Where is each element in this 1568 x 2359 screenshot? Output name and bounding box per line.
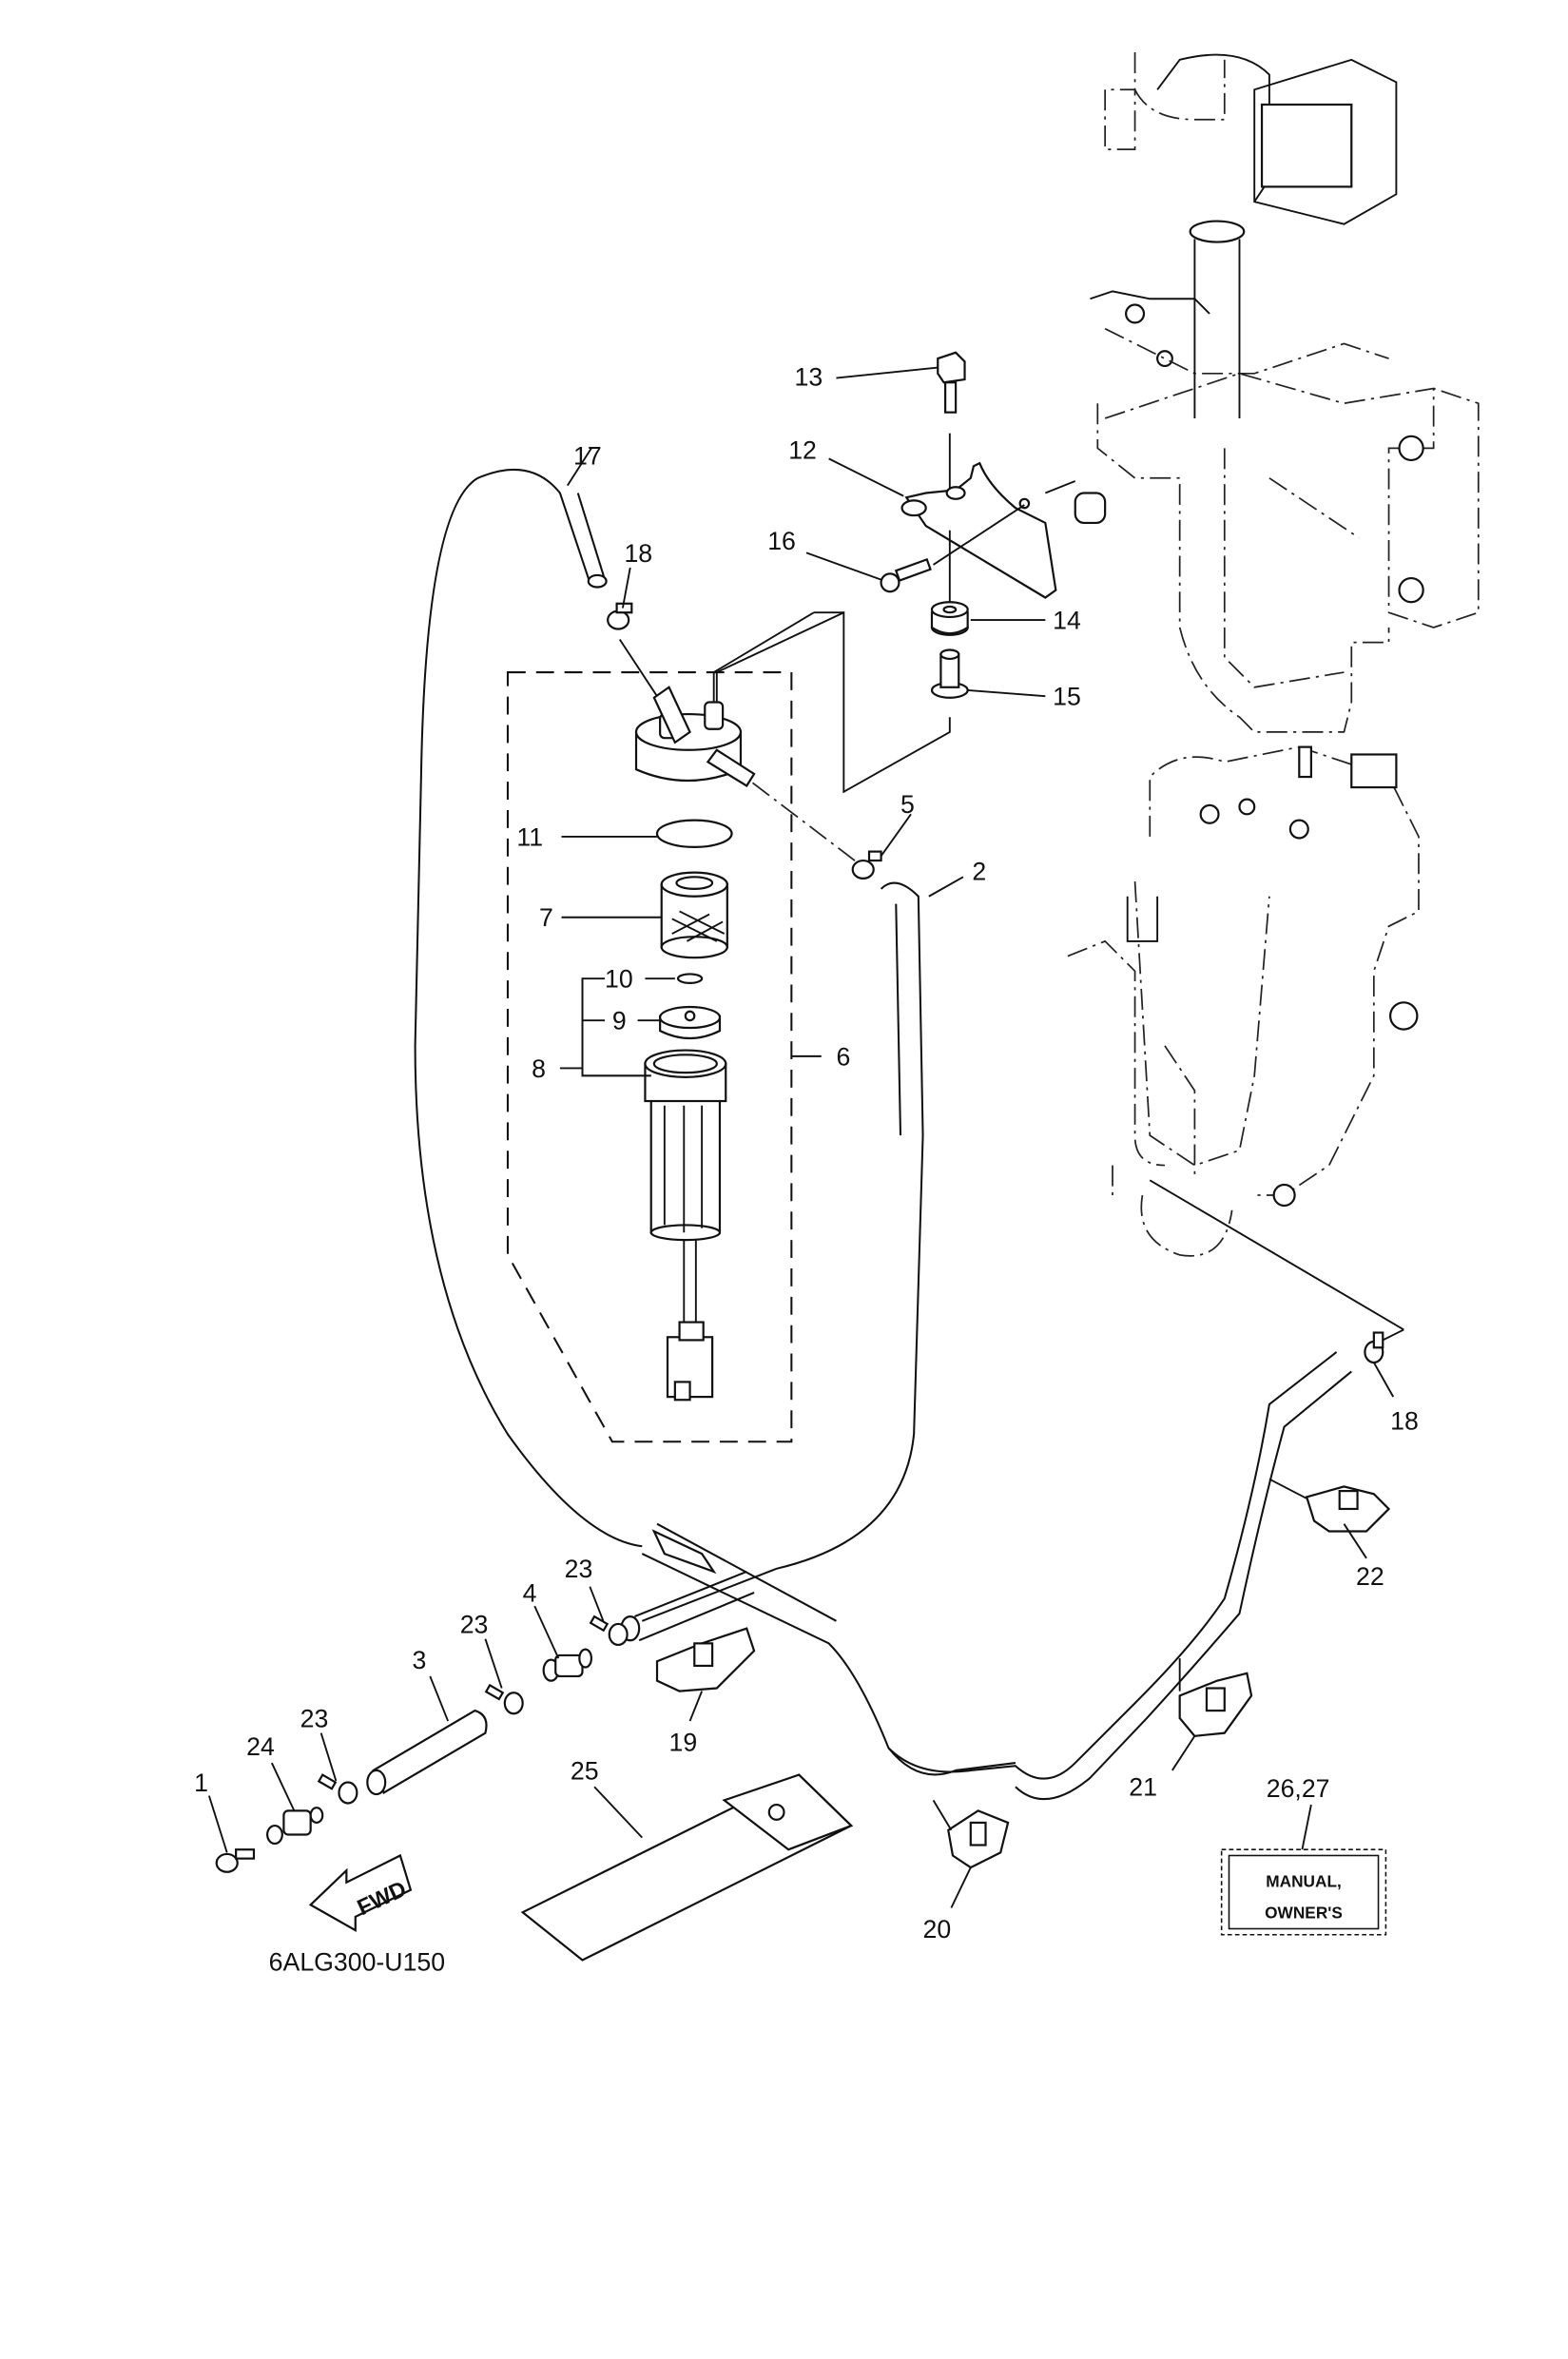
- joint-24: [266, 1807, 324, 1846]
- callout-23-b: 23: [460, 1610, 489, 1638]
- callout-3: 3: [412, 1646, 426, 1674]
- hose-2: [641, 881, 924, 1622]
- callout-labels: 13 12 16 14 15 17 18 11 7 10 9 8 6 5 2 1…: [194, 362, 1419, 1976]
- bracket-group: [715, 351, 1057, 794]
- callout-14: 14: [1053, 606, 1081, 634]
- float-plate-9: [659, 1005, 722, 1040]
- callout-11: 11: [516, 822, 543, 851]
- circlip-10: [676, 973, 704, 984]
- callout-26-27: 26,27: [1267, 1774, 1330, 1803]
- callout-4: 4: [523, 1578, 537, 1607]
- callout-8: 8: [532, 1054, 546, 1083]
- hose-3: [366, 1709, 488, 1796]
- return-hose: [887, 1351, 1338, 1780]
- clamp-18-lower: [1364, 1331, 1384, 1364]
- fuel-unit-assembly: [1067, 745, 1420, 1345]
- clamp-23-c: [589, 1615, 629, 1647]
- filter-element-7: [660, 871, 728, 959]
- manual-line1: MANUAL,: [1266, 1871, 1342, 1890]
- callout-17: 17: [573, 442, 602, 471]
- collar-15: [930, 648, 969, 699]
- clamp-23-a: [317, 1773, 358, 1805]
- clamp-5: [851, 850, 882, 880]
- bolt-16: [880, 557, 932, 593]
- hose-17: [414, 468, 643, 1548]
- o-ring-11: [655, 819, 733, 848]
- callout-16: 16: [767, 527, 796, 555]
- fwd-arrow-icon: FWD: [308, 1853, 413, 1932]
- callout-13: 13: [794, 362, 823, 391]
- filter-bowl-8: [644, 1049, 727, 1402]
- engine-block-upper: [1044, 51, 1480, 733]
- callout-19: 19: [669, 1728, 698, 1756]
- callout-24: 24: [246, 1732, 275, 1761]
- callout-15: 15: [1053, 683, 1081, 711]
- callout-2: 2: [972, 857, 986, 885]
- callout-23-c: 23: [565, 1555, 593, 1583]
- drawing-code: 6ALG300-U150: [269, 1947, 445, 1976]
- filter-head: [634, 686, 756, 787]
- grommet-14: [930, 601, 969, 636]
- clamp-18-upper: [607, 602, 633, 630]
- clamp-23-b: [484, 1683, 524, 1715]
- callout-12: 12: [788, 435, 817, 464]
- tool-bag-25: [520, 1773, 854, 1962]
- bolt-13: [937, 351, 966, 414]
- callout-7: 7: [539, 903, 553, 932]
- callout-25: 25: [571, 1756, 599, 1785]
- clip-21: [1178, 1672, 1253, 1737]
- clip-19: [655, 1627, 756, 1692]
- callout-20: 20: [923, 1915, 952, 1943]
- callout-22: 22: [1356, 1562, 1384, 1591]
- callout-21: 21: [1129, 1773, 1157, 1802]
- callout-1: 1: [194, 1769, 208, 1797]
- callout-9: 9: [612, 1007, 627, 1035]
- callout-10: 10: [605, 965, 633, 994]
- manual-line2: OWNER'S: [1265, 1903, 1343, 1922]
- clip-20: [947, 1809, 1010, 1869]
- plug-1: [215, 1848, 256, 1873]
- joint-4: [542, 1648, 593, 1682]
- filter-assembly-boundary: [506, 671, 793, 1443]
- callout-18-lower: 18: [1390, 1407, 1419, 1436]
- clip-22: [1305, 1485, 1391, 1533]
- callout-leaders: [207, 366, 1395, 1908]
- callout-6: 6: [836, 1042, 850, 1071]
- callout-5: 5: [900, 790, 915, 819]
- callout-23-a: 23: [300, 1704, 329, 1732]
- owners-manual-box: MANUAL, OWNER'S: [1220, 1848, 1387, 1936]
- callout-18-upper: 18: [624, 539, 652, 568]
